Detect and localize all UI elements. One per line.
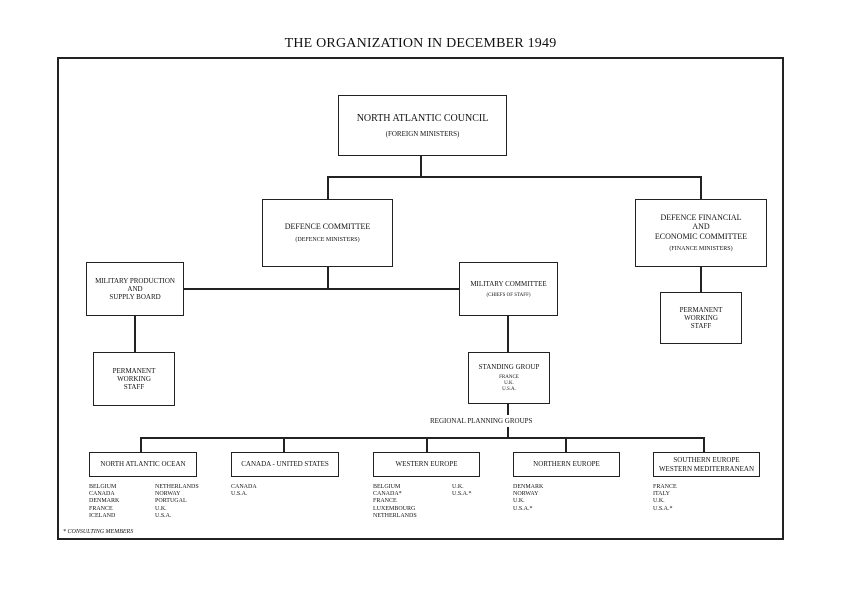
connector-line — [507, 427, 509, 438]
footnote: * CONSULTING MEMBERS — [63, 529, 134, 535]
dfec-staff-line3: STAFF — [690, 322, 712, 331]
member-country: NETHERLANDS — [373, 512, 417, 519]
connector-line — [420, 155, 422, 177]
member-country: ITALY — [653, 491, 670, 498]
military-committee-box: MILITARY COMMITTEE (CHIEFS OF STAFF) — [459, 262, 558, 316]
member-country: LUXEMBOURG — [373, 505, 416, 512]
dfec-name-line2: AND — [692, 222, 710, 232]
military-production-supply-board-box: MILITARY PRODUCTION AND SUPPLY BOARD — [86, 262, 184, 316]
member-country: U.K. — [653, 498, 665, 505]
group-name-line1: SOUTHERN EUROPE — [673, 456, 740, 465]
group-name: CANADA - UNITED STATES — [241, 460, 329, 469]
mpsb-staff-line3: STAFF — [123, 383, 145, 392]
member-country: NORWAY — [155, 491, 181, 498]
member-country: DENMARK — [89, 498, 120, 505]
dfec-name-line3: ECONOMIC COMMITTEE — [654, 231, 748, 241]
member-list: U.K.U.S.A.* — [452, 484, 472, 498]
western-europe-box: WESTERN EUROPE — [373, 452, 480, 477]
dfec-staff-line2: WORKING — [684, 313, 718, 322]
member-country: BELGIUM — [373, 484, 401, 490]
standing-group-member: U.S.A. — [502, 386, 516, 392]
connector-line — [565, 437, 567, 453]
connector-line — [134, 315, 136, 353]
canada-united-states-box: CANADA - UNITED STATES — [231, 452, 339, 477]
connector-line — [327, 176, 329, 200]
north-atlantic-ocean-box: NORTH ATLANTIC OCEAN — [89, 452, 197, 477]
mpsb-staff-line2: WORKING — [117, 374, 151, 383]
mpsb-line1: MILITARY PRODUCTION — [95, 276, 175, 285]
member-country: PORTUGAL — [155, 498, 187, 505]
org-chart-frame — [57, 57, 784, 540]
dfec-members: (FINANCE MINISTERS) — [669, 245, 733, 252]
connector-line — [183, 288, 459, 290]
connector-line — [703, 437, 705, 453]
connector-line — [426, 437, 428, 453]
mpsb-staff-line1: PERMANENT — [112, 366, 156, 375]
northern-europe-box: NORTHERN EUROPE — [513, 452, 620, 477]
connector-line — [140, 437, 704, 439]
north-atlantic-council-box: NORTH ATLANTIC COUNCIL (FOREIGN MINISTER… — [338, 95, 507, 156]
connector-line — [283, 437, 285, 453]
connector-line — [700, 176, 702, 200]
military-committee-members: (CHIEFS OF STAFF) — [486, 292, 531, 298]
dfec-staff-line1: PERMANENT — [679, 305, 723, 314]
defence-financial-economic-committee-box: DEFENCE FINANCIAL AND ECONOMIC COMMITTEE… — [635, 199, 767, 267]
connector-line — [140, 437, 142, 453]
defence-committee-box: DEFENCE COMMITTEE (DEFENCE MINISTERS) — [262, 199, 393, 267]
member-country: U.K. — [513, 498, 525, 505]
connector-line — [327, 176, 702, 178]
page-title: THE ORGANIZATION IN DECEMBER 1949 — [284, 36, 557, 51]
member-country: ICELAND — [89, 512, 116, 519]
defence-committee-members: (DEFENCE MINISTERS) — [295, 237, 360, 244]
member-country: NORWAY — [513, 491, 539, 498]
member-country: FRANCE — [373, 498, 397, 505]
member-country: CANADA* — [373, 491, 402, 498]
southern-europe-western-mediterranean-box: SOUTHERN EUROPE WESTERN MEDITERRANEAN — [653, 452, 760, 477]
member-country: CANADA — [231, 484, 257, 490]
member-country: U.K. — [452, 484, 464, 490]
mpsb-line3: SUPPLY BOARD — [109, 293, 161, 302]
member-country: BELGIUM — [89, 484, 117, 490]
mpsb-permanent-working-staff-box: PERMANENT WORKING STAFF — [93, 352, 175, 406]
connector-line — [327, 266, 329, 289]
regional-planning-groups-label: REGIONAL PLANNING GROUPS — [430, 417, 533, 425]
group-name-line2: WESTERN MEDITERRANEAN — [658, 464, 755, 473]
member-country: NETHERLANDS — [155, 484, 199, 490]
member-country: U.K. — [155, 505, 167, 512]
connector-line — [700, 266, 702, 293]
dfec-name-line1: DEFENCE FINANCIAL — [660, 213, 742, 223]
member-country: FRANCE — [89, 505, 113, 512]
standing-group-name: STANDING GROUP — [478, 363, 540, 372]
north-atlantic-council-members: (FOREIGN MINISTERS) — [385, 130, 460, 139]
member-country: U.S.A.* — [513, 505, 533, 512]
group-name: WESTERN EUROPE — [395, 460, 458, 469]
member-country: FRANCE — [653, 484, 677, 490]
standing-group-member: U.K. — [504, 381, 514, 387]
north-atlantic-council-name: NORTH ATLANTIC COUNCIL — [356, 112, 489, 124]
standing-group-member: FRANCE — [499, 375, 519, 381]
military-committee-name: MILITARY COMMITTEE — [470, 279, 547, 288]
group-name: NORTH ATLANTIC OCEAN — [100, 460, 186, 469]
dfec-permanent-working-staff-box: PERMANENT WORKING STAFF — [660, 292, 742, 344]
member-country: U.S.A.* — [452, 491, 472, 498]
group-name: NORTHERN EUROPE — [533, 460, 600, 469]
defence-committee-name: DEFENCE COMMITTEE — [284, 221, 371, 231]
mpsb-line2: AND — [127, 284, 143, 293]
member-country: U.S.A.* — [653, 505, 673, 512]
member-country: U.S.A. — [231, 491, 248, 498]
connector-line — [507, 315, 509, 353]
standing-group-box: STANDING GROUP FRANCE U.K. U.S.A. — [468, 352, 550, 404]
member-country: DENMARK — [513, 484, 544, 490]
connector-line — [507, 403, 509, 415]
member-country: U.S.A. — [155, 512, 172, 519]
member-country: CANADA — [89, 491, 115, 498]
